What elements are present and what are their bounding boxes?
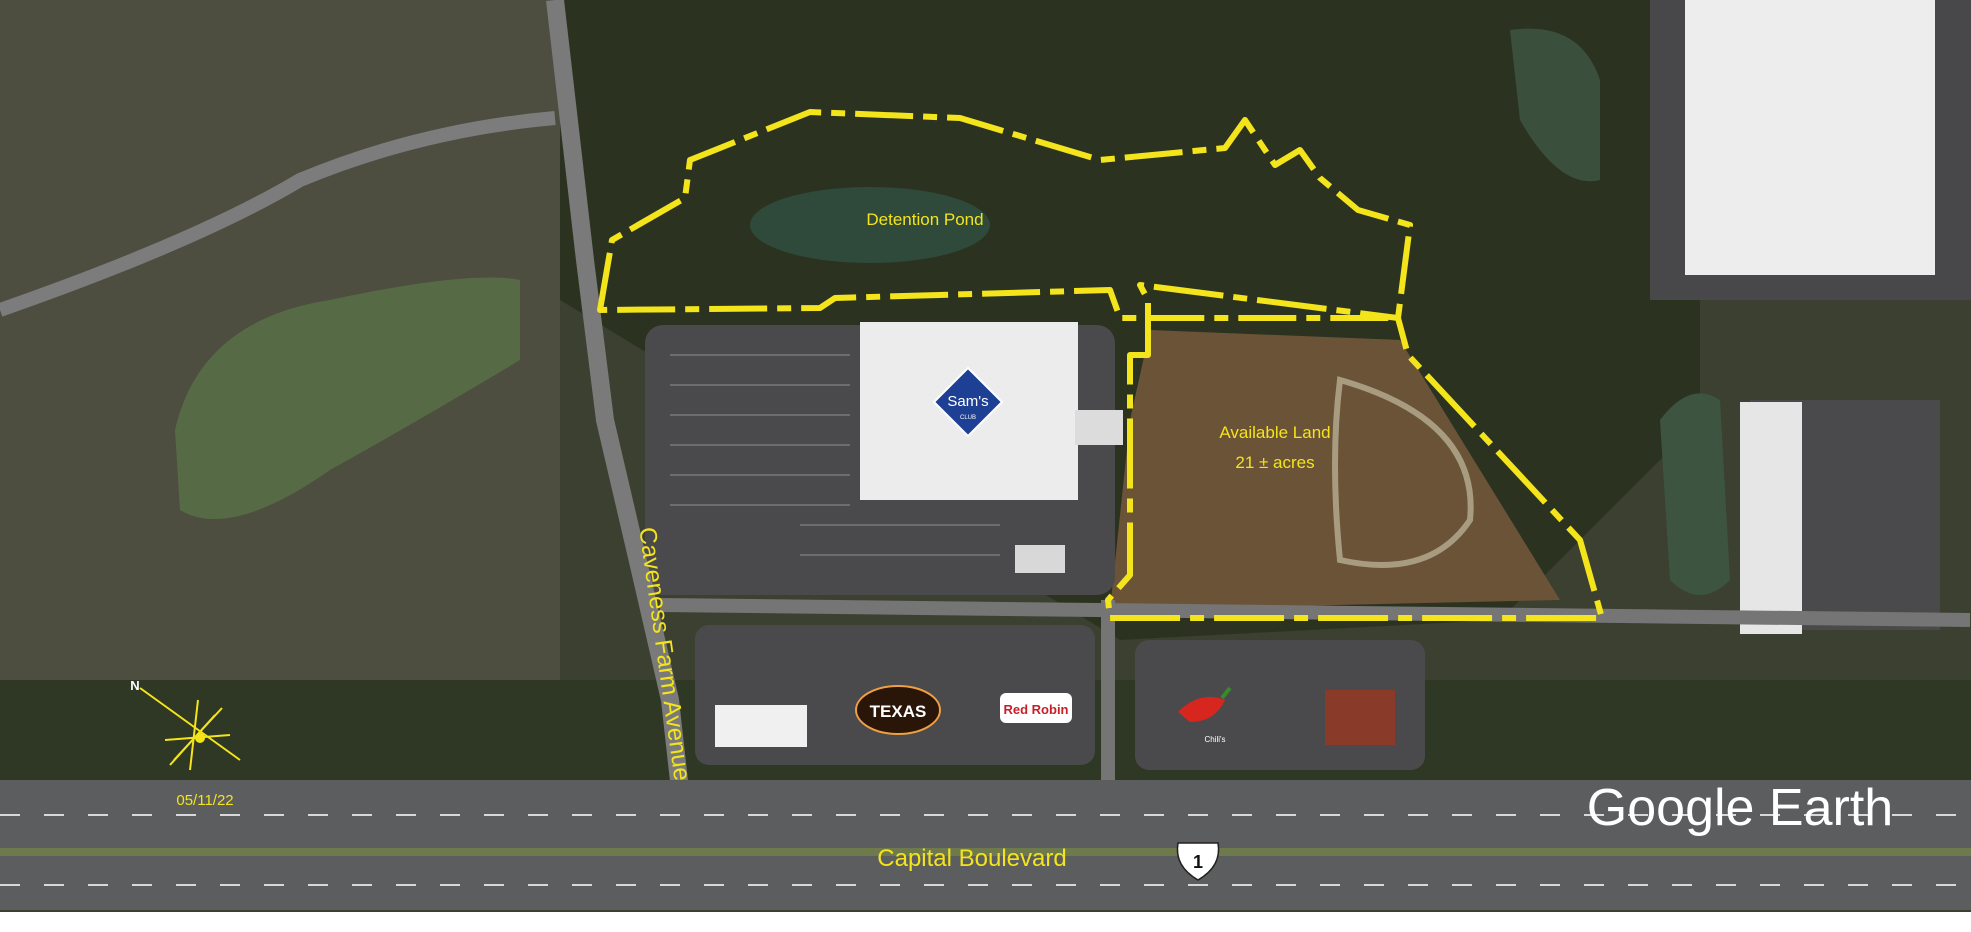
detention-pond-water: [750, 187, 990, 263]
sams-club-annex: [1075, 410, 1123, 445]
outparcel-building-chilis-roof: [1325, 690, 1395, 745]
red-robin-logo: Red Robin: [1000, 693, 1072, 723]
detention-pond-label: Detention Pond: [866, 210, 983, 229]
northeast-store-building: [1685, 0, 1935, 275]
google-earth-watermark: Google Earth: [1587, 779, 1893, 837]
bottom-margin: [0, 912, 1971, 932]
outparcel-building-1: [715, 705, 807, 747]
capital-boulevard-label: Capital Boulevard: [877, 845, 1066, 872]
residential-road: [0, 111, 556, 317]
imagery-date: 05/11/22: [176, 792, 233, 809]
us-highway-shield-icon: 1: [1176, 842, 1220, 881]
frontage-road: [659, 598, 1971, 627]
chilis-logo: Chili's: [1178, 686, 1232, 744]
property-boundary-south: [1105, 282, 1605, 621]
fuel-station: [1015, 545, 1065, 573]
compass-rose-icon: [139, 687, 241, 771]
parking-rows: [670, 354, 1000, 556]
texas-roadhouse-logo-text: TEXAS: [870, 702, 927, 721]
chilis-logo-text: Chili's: [1204, 735, 1225, 744]
clearing-track: [1332, 376, 1474, 568]
sams-club-logo-text: Sam's: [947, 393, 988, 410]
east-pond: [1660, 393, 1730, 595]
highway-median: [0, 848, 1971, 856]
route-shield-number: 1: [1193, 852, 1203, 872]
red-robin-logo-text: Red Robin: [1004, 702, 1069, 717]
sams-club-logo: Sam's CLUB: [932, 366, 1004, 438]
texas-roadhouse-logo: TEXAS: [855, 685, 941, 735]
sams-club-logo-sub: CLUB: [960, 415, 976, 421]
west-lake: [175, 277, 520, 519]
capital-boulevard-road: [0, 780, 1971, 910]
compass-north-letter: N: [130, 678, 139, 693]
caveness-farm-road: [546, 0, 699, 881]
east-retail-building: [1740, 402, 1802, 634]
northeast-pond: [1510, 28, 1600, 182]
available-land-label-line2: 21 ± acres: [1235, 453, 1314, 472]
lane-markings: [0, 814, 1971, 886]
available-land-label-line1: Available Land: [1219, 423, 1330, 442]
property-boundary-north: [597, 109, 1413, 321]
